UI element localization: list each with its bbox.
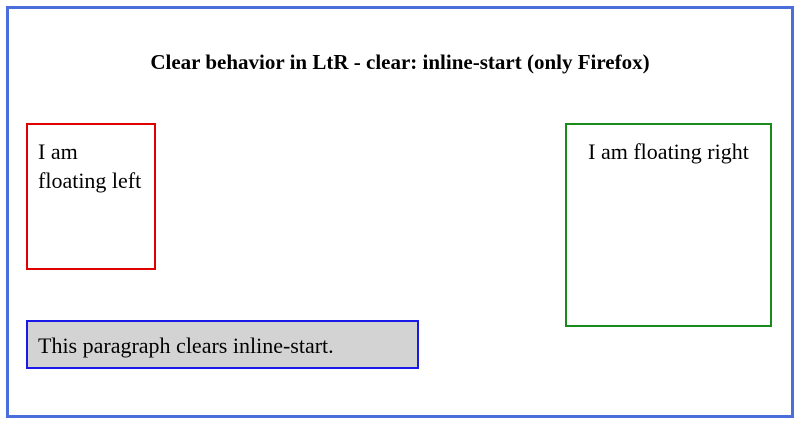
float-left-label: I am floating left bbox=[38, 139, 142, 193]
float-left-box: I am floating left bbox=[26, 123, 156, 270]
float-right-label: I am floating right bbox=[588, 139, 749, 164]
float-right-box: I am floating right bbox=[565, 123, 772, 327]
page-title: Clear behavior in LtR - clear: inline-st… bbox=[150, 50, 650, 74]
clearing-paragraph: This paragraph clears inline-start. bbox=[26, 320, 419, 369]
